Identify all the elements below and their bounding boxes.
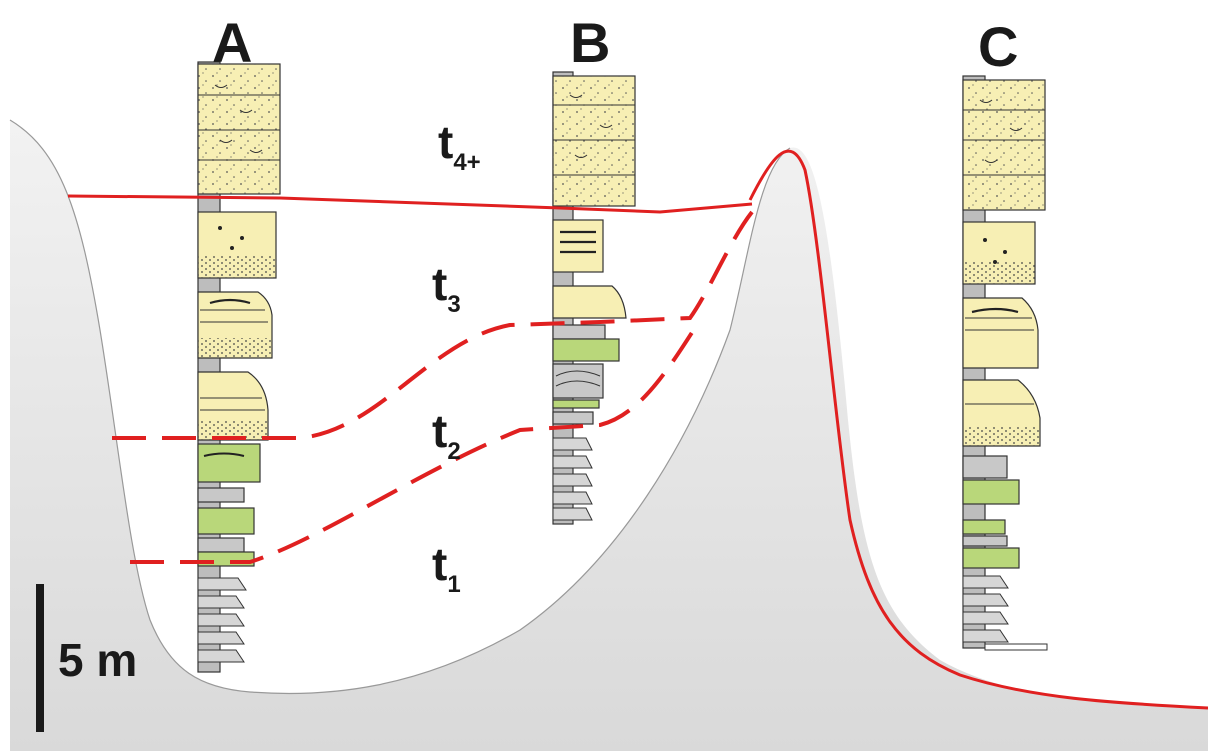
column-a [197, 61, 281, 673]
scale-bar-label: 5 m [58, 634, 137, 686]
column-b [552, 71, 636, 525]
surface-t3-base [112, 210, 754, 440]
scale-bar [36, 584, 44, 732]
time-unit-label-t3: t3 [432, 258, 461, 318]
column-label-c: C [978, 15, 1018, 78]
surface-t4-base [67, 194, 753, 214]
surface-t2-base [130, 318, 702, 564]
topography-outline-left [9, 119, 791, 695]
basin-margin-surface [748, 149, 1208, 710]
column-c [962, 75, 1048, 651]
time-unit-label-t4: t4+ [438, 116, 481, 176]
column-label-b: B [570, 11, 610, 74]
column-label-a: A [212, 11, 252, 74]
topography-fill [10, 120, 1208, 751]
time-unit-label-t2: t2 [432, 405, 461, 465]
time-unit-label-t1: t1 [432, 538, 461, 598]
